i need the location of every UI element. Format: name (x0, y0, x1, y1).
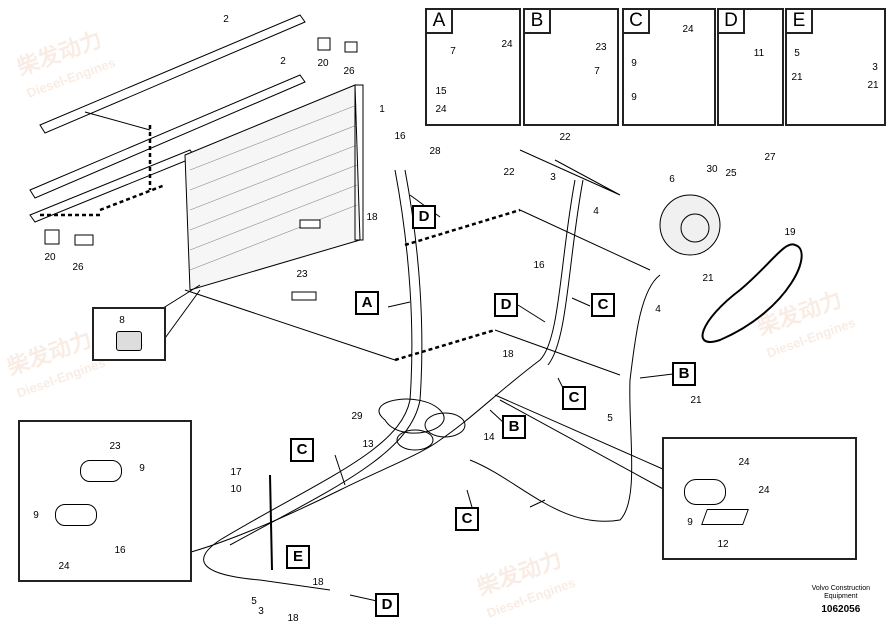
plate-icon (701, 509, 749, 525)
clip-ref-c: C (562, 386, 586, 410)
callout: 8 (119, 315, 125, 326)
callout: 13 (362, 439, 374, 450)
callout: 25 (725, 168, 737, 179)
callout: 21 (867, 80, 879, 91)
detail-box-a: A 7 24 15 24 (425, 8, 521, 126)
detail-box-d: D 11 (717, 8, 784, 126)
inset-part-8: 8 (92, 307, 166, 361)
callout: 1 (379, 104, 385, 115)
callout: 24 (738, 457, 750, 468)
clip-ref-a: A (355, 291, 379, 315)
callout: 30 (706, 164, 718, 175)
inset-right: 24 24 9 12 (662, 437, 857, 560)
callout: 6 (669, 174, 675, 185)
callout: 3 (872, 62, 878, 73)
callout: 18 (366, 212, 378, 223)
company-name-2: Equipment (824, 593, 858, 600)
callout: 3 (550, 172, 556, 183)
callout: 22 (559, 132, 571, 143)
callout: 24 (435, 104, 447, 115)
callout: 27 (764, 152, 776, 163)
callout: 9 (631, 58, 637, 69)
clamp-icon (684, 479, 726, 505)
callout: 5 (251, 596, 257, 607)
callout: 9 (139, 463, 145, 474)
callout: 23 (109, 441, 121, 452)
detail-letter: D (719, 10, 745, 34)
detail-letter: C (624, 10, 650, 34)
callout: 15 (435, 86, 447, 97)
callout: 5 (794, 48, 800, 59)
callout: 16 (533, 260, 545, 271)
callout: 9 (33, 510, 39, 521)
callout: 14 (483, 432, 495, 443)
callout: 2 (280, 56, 286, 67)
callout: 24 (758, 485, 770, 496)
sensor-icon (116, 331, 142, 351)
footer: Volvo Construction Equipment 1062056 (812, 585, 870, 615)
callout: 21 (702, 273, 714, 284)
clip-ref-c: C (455, 507, 479, 531)
clip-ref-d: D (375, 593, 399, 617)
callout: 24 (58, 561, 70, 572)
callout: 28 (429, 146, 441, 157)
callout: 18 (287, 613, 299, 624)
callout: 9 (631, 92, 637, 103)
clip-ref-d: D (412, 205, 436, 229)
callout: 5 (607, 413, 613, 424)
callout: 23 (595, 42, 607, 53)
callout: 18 (312, 577, 324, 588)
clamp-icon (55, 504, 97, 526)
callout: 17 (230, 467, 242, 478)
detail-letter: B (525, 10, 551, 34)
clip-ref-b: B (672, 362, 696, 386)
company-name: Volvo Construction (811, 585, 870, 592)
clip-ref-c: C (591, 293, 615, 317)
clamp-icon (80, 460, 122, 482)
callout: 7 (450, 46, 456, 57)
callout: 23 (296, 269, 308, 280)
callout: 22 (503, 167, 515, 178)
callout: 10 (230, 484, 242, 495)
inset-left: 23 9 9 16 24 (18, 420, 192, 582)
callout: 9 (687, 517, 693, 528)
callout: 21 (791, 72, 803, 83)
callout: 4 (593, 206, 599, 217)
callout: 16 (114, 545, 126, 556)
callout: 2 (223, 14, 229, 25)
clip-ref-d: D (494, 293, 518, 317)
callout: 20 (44, 252, 56, 263)
detail-letter: E (787, 10, 813, 34)
callout: 26 (72, 262, 84, 273)
callout: 19 (784, 227, 796, 238)
callout: 26 (343, 66, 355, 77)
callout: 21 (690, 395, 702, 406)
callout: 7 (594, 66, 600, 77)
callout: 3 (258, 606, 264, 617)
clip-ref-c: C (290, 438, 314, 462)
clip-ref-b: B (502, 415, 526, 439)
doc-number: 1062056 (821, 604, 861, 615)
callout: 11 (753, 48, 765, 59)
detail-box-c: C 24 9 9 (622, 8, 716, 126)
callout: 4 (655, 304, 661, 315)
callout: 29 (351, 411, 363, 422)
callout: 24 (682, 24, 694, 35)
callout: 16 (394, 131, 406, 142)
callout: 24 (501, 39, 513, 50)
callout: 12 (717, 539, 729, 550)
callout: 20 (317, 58, 329, 69)
detail-box-b: B 23 7 (523, 8, 619, 126)
detail-box-e: E 5 3 21 21 (785, 8, 886, 126)
callout: 18 (502, 349, 514, 360)
clip-ref-e: E (286, 545, 310, 569)
detail-letter: A (427, 10, 453, 34)
